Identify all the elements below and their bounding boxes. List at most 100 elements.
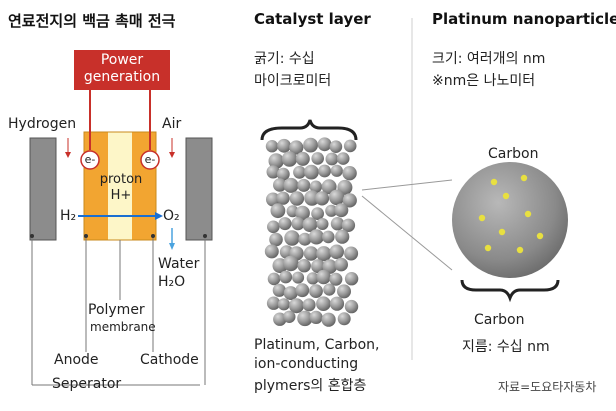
catalyst-sphere [308,229,324,245]
air-label: Air [162,116,182,132]
polymer-label: Polymer [88,302,145,318]
catalyst-sphere [277,298,290,311]
catalyst-sphere [311,207,324,221]
catalyst-desc-line3: plymers의 혼합층 [254,378,367,394]
cathode-label: Cathode [140,352,199,368]
source-credit: 자료=도요타자동차 [498,380,597,394]
catalyst-sphere [341,218,356,232]
catalyst-sphere [325,204,338,217]
catalyst-sphere [322,259,338,274]
catalyst-sphere [337,312,351,326]
water-label: Water H₂O [158,256,200,290]
catalyst-sphere [344,299,359,314]
catalyst-sphere [322,230,335,244]
catalyst-sphere [344,246,359,261]
catalyst-sphere [311,259,325,274]
catalyst-sphere [303,246,319,261]
catalyst-sphere [318,164,331,178]
catalyst-sphere [291,217,305,231]
catalyst-size-line2: 마이크로미터 [254,73,332,89]
catalyst-size-line1: 굵기: 수십 [254,51,315,67]
h2-label: H₂ [60,208,77,224]
catalyst-sphere [270,203,286,219]
electron-right-circle [140,150,160,170]
catalyst-sphere [330,217,345,231]
catalyst-sphere [306,272,319,285]
catalyst-sphere [302,217,318,233]
catalyst-sphere [304,190,320,206]
catalyst-sphere [281,151,298,167]
fuel-cell-title: 연료전지의 백금 촉매 전극 [8,12,176,30]
catalyst-brace [260,119,358,141]
catalyst-sphere [343,139,357,153]
catalyst-sphere [293,165,306,179]
electron-right-label: e- [144,153,156,166]
hydrogen-label: Hydrogen [8,116,77,132]
nanoparticle-size-line1: 크기: 여러개의 nm [432,51,546,67]
membrane-label: membrane [90,320,156,334]
catalyst-sphere [266,192,280,207]
catalyst-sphere [321,179,337,195]
platinum-particle [490,178,498,186]
carbon-top-label: Carbon [488,146,539,162]
catalyst-sphere [336,152,350,165]
catalyst-desc-line1: Platinum, Carbon, [254,337,380,353]
catalyst-sphere [283,255,299,272]
catalyst-sphere [276,191,290,205]
platinum-particle [478,214,486,222]
catalyst-sphere [267,272,281,286]
catalyst-sphere [277,138,291,153]
nanoparticle-brace [460,279,560,303]
catalyst-sphere [329,272,343,286]
anode-label: Anode [54,352,99,368]
catalyst-sphere [323,283,336,296]
carbon-sphere [452,162,568,278]
electron-left-label: e- [84,153,96,166]
catalyst-sphere [335,229,350,244]
platinum-particle [484,244,492,252]
catalyst-sphere [283,286,298,301]
catalyst-sphere [309,180,323,193]
catalyst-desc-line2: ion-conducting [254,356,359,372]
catalyst-sphere [337,284,351,299]
catalyst-sphere [266,296,281,310]
separator-left [29,137,57,241]
platinum-particle [502,192,510,200]
catalyst-sphere [302,298,316,312]
catalyst-sphere [295,283,310,298]
catalyst-sphere [342,166,357,181]
catalyst-sphere [276,167,290,181]
catalyst-sphere [316,218,329,230]
catalyst-sphere [314,191,330,206]
catalyst-sphere [295,151,310,166]
platinum-particles [478,174,544,254]
proton-label: proton H+ [99,172,143,203]
catalyst-sphere [342,193,357,208]
platinum-particle [516,246,524,254]
catalyst-layer-spheres [264,137,359,327]
catalyst-sphere [278,217,292,231]
catalyst-sphere [303,137,318,153]
carbon-label: Carbon [474,312,525,328]
o2-label: O₂ [163,208,180,224]
catalyst-sphere [273,178,287,192]
catalyst-sphere [329,296,345,311]
power-generation-label: Power generation [83,52,161,85]
platinum-particle [498,228,506,236]
catalyst-sphere [283,177,299,193]
catalyst-sphere [272,283,286,297]
nanoparticle-title: Platinum nanoparticle [432,10,616,28]
catalyst-sphere [297,178,311,192]
catalyst-sphere [269,232,283,247]
catalyst-sphere [283,310,296,323]
catalyst-sphere [316,269,331,285]
catalyst-sphere [292,271,305,284]
catalyst-sphere [316,246,332,262]
catalyst-sphere [266,165,280,179]
catalyst-sphere [284,230,300,246]
catalyst-sphere [309,284,323,298]
separator-label: Seperator [52,376,122,392]
catalyst-sphere [268,153,284,169]
platinum-particle [536,232,544,240]
catalyst-sphere [265,140,279,153]
